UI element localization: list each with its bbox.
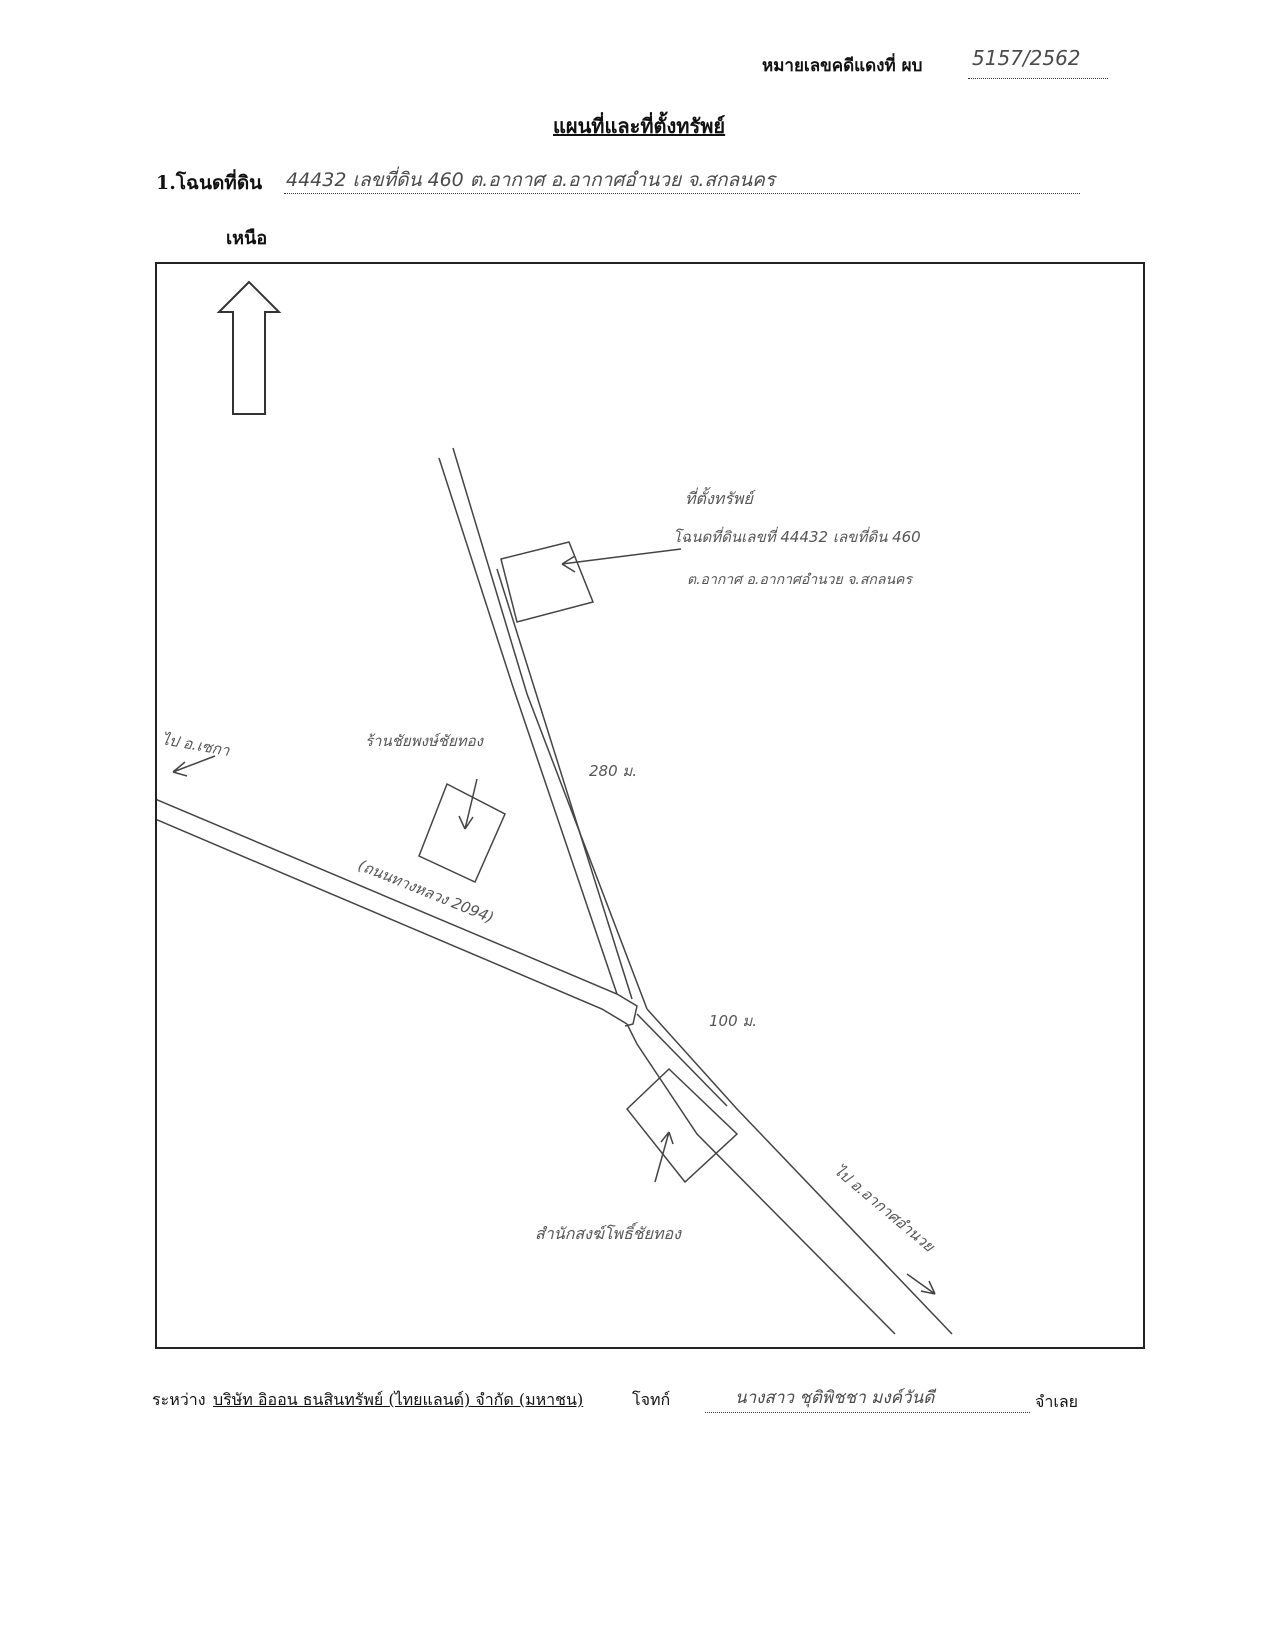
defendant-name: นางสาว ชุติพิชชา มงค์วันดี	[735, 1388, 935, 1408]
lane-center-line-south	[636, 1013, 728, 1107]
case-number-dotted-line	[968, 78, 1108, 79]
road-label: (ถนนทางหลวง 2094)	[356, 856, 497, 927]
location-map: ที่ตั้งทรัพย์ โฉนดที่ดินเลขที่ 44432 เลข…	[155, 262, 1145, 1349]
deed-dotted-line	[284, 193, 1080, 194]
shop-parcel	[418, 782, 506, 884]
footer-between-label: ระหว่าง	[152, 1390, 206, 1409]
north-label: เหนือ	[226, 228, 268, 249]
property-pointer	[561, 548, 682, 573]
map-drawing: ที่ตั้งทรัพย์ โฉนดที่ดินเลขที่ 44432 เลข…	[157, 280, 953, 1335]
highway-south-edge-left	[157, 819, 628, 1025]
distance-280: 280 ม.	[589, 762, 637, 780]
temple-parcel	[625, 1067, 739, 1184]
case-number-value: 5157/2562	[972, 46, 1081, 70]
property-label: ที่ตั้งทรัพย์	[685, 487, 756, 508]
lane-west-edge	[438, 457, 618, 995]
to-right-label: ไป อ.อากาศอำนวย	[830, 1161, 938, 1256]
arrow-to-left	[172, 755, 216, 777]
property-line2: ต.อากาศ อ.อากาศอำนวย จ.สกลนคร	[687, 572, 913, 588]
highway-south-edge-right	[626, 1023, 896, 1335]
plaintiff-name: บริษัท อิออน ธนสินทรัพย์ (ไทยแลนด์) จำกั…	[213, 1390, 584, 1409]
shop-pointer	[458, 778, 478, 830]
deed-label: 1.โฉนดที่ดิน	[156, 172, 263, 194]
defendant-dotted-line	[705, 1412, 1030, 1413]
property-line1: โฉนดที่ดินเลขที่ 44432 เลขที่ดิน 460	[673, 526, 921, 546]
highway-north-edge-right	[646, 1008, 953, 1335]
highway-north-edge	[157, 799, 638, 1027]
temple-label: สำนักสงฆ์โพธิ์ชัยทอง	[535, 1222, 682, 1243]
roads	[157, 447, 953, 1335]
shop-label: ร้านชัยพงษ์ชัยทอง	[365, 732, 485, 750]
lane-center-line	[496, 568, 633, 1000]
plaintiff-role: โจทก์	[632, 1390, 671, 1409]
arrow-to-right	[906, 1273, 936, 1295]
to-left-label: ไป อ.เซกา	[160, 730, 231, 760]
defendant-role: จำเลย	[1035, 1392, 1079, 1411]
temple-pointer	[654, 1131, 674, 1183]
distance-100: 100 ม.	[709, 1012, 757, 1030]
north-arrow-icon	[216, 280, 282, 415]
lane-east-edge	[452, 447, 648, 1010]
case-number-label: หมายเลขคดีแดงที่ ผบ	[762, 56, 923, 76]
document-title: แผนที่และที่ตั้งทรัพย์	[553, 114, 726, 138]
deed-value: 44432 เลขที่ดิน 460 ต.อากาศ อ.อากาศอำนวย…	[286, 169, 776, 191]
property-parcel	[500, 541, 595, 623]
